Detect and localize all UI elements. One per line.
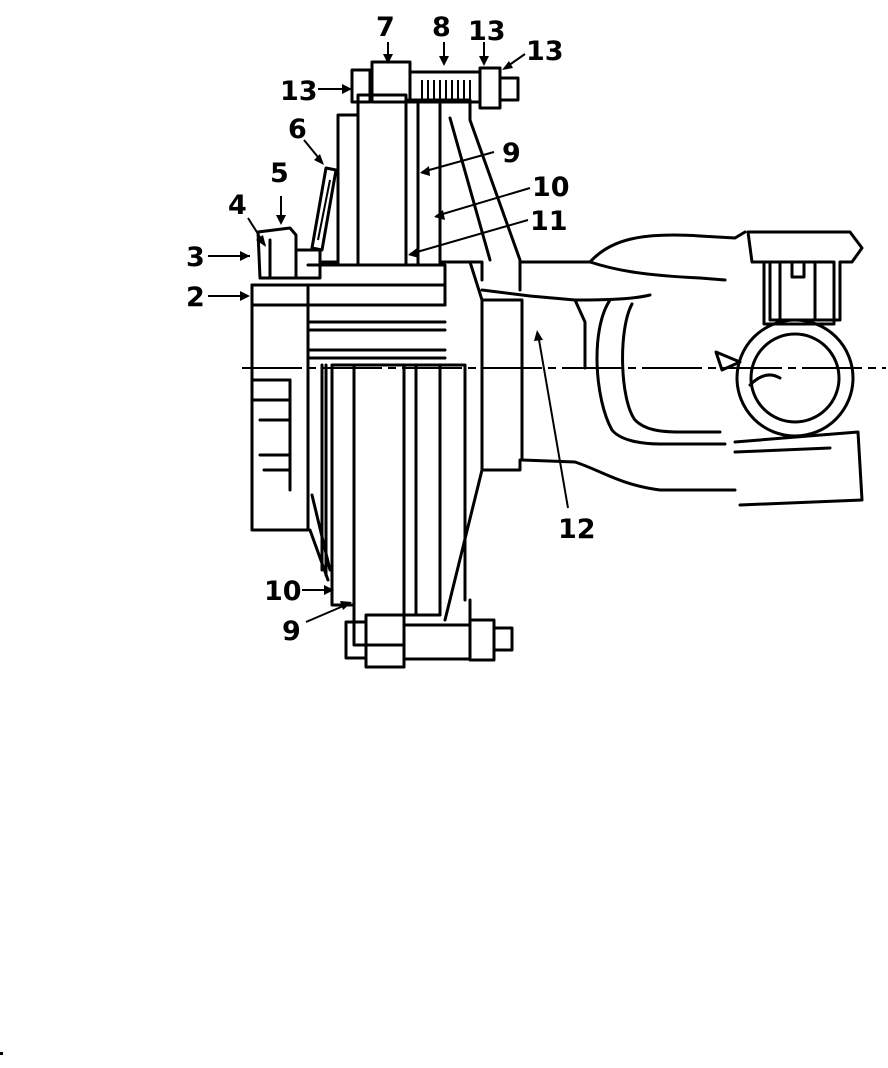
callout-9-top: 9 xyxy=(502,138,521,169)
callout-10-bottom: 10 xyxy=(264,576,302,607)
bottom-bolt-assembly xyxy=(344,613,514,669)
assembly-drawing xyxy=(208,42,886,669)
callout-13-mid: 13 xyxy=(468,16,506,47)
callout-8: 8 xyxy=(432,12,451,43)
callout-4: 4 xyxy=(228,190,247,221)
callout-9-bottom: 9 xyxy=(282,616,301,647)
collar-setscrew xyxy=(256,226,340,280)
housing xyxy=(438,98,522,622)
callout-5: 5 xyxy=(270,158,289,189)
hub-flange xyxy=(250,303,310,532)
spring xyxy=(310,166,338,252)
leader-lines xyxy=(208,42,569,623)
yoke xyxy=(480,230,747,492)
callout-13-left: 13 xyxy=(280,76,318,107)
callout-3: 3 xyxy=(186,242,205,273)
callout-10-top: 10 xyxy=(532,172,570,203)
cross-bearing xyxy=(714,230,864,507)
top-bolt-assembly xyxy=(350,60,520,110)
callout-13-right: 13 xyxy=(526,36,564,67)
clutch-plates xyxy=(308,93,442,647)
callout-12: 12 xyxy=(558,514,596,545)
callout-2: 2 xyxy=(186,282,205,313)
callout-labels: 2 3 4 5 6 7 8 9 9 10 10 11 12 13 13 13 xyxy=(186,12,596,647)
callout-11: 11 xyxy=(530,206,568,237)
callout-7: 7 xyxy=(376,12,395,43)
page-mark xyxy=(0,1052,3,1055)
callout-6: 6 xyxy=(288,114,307,145)
